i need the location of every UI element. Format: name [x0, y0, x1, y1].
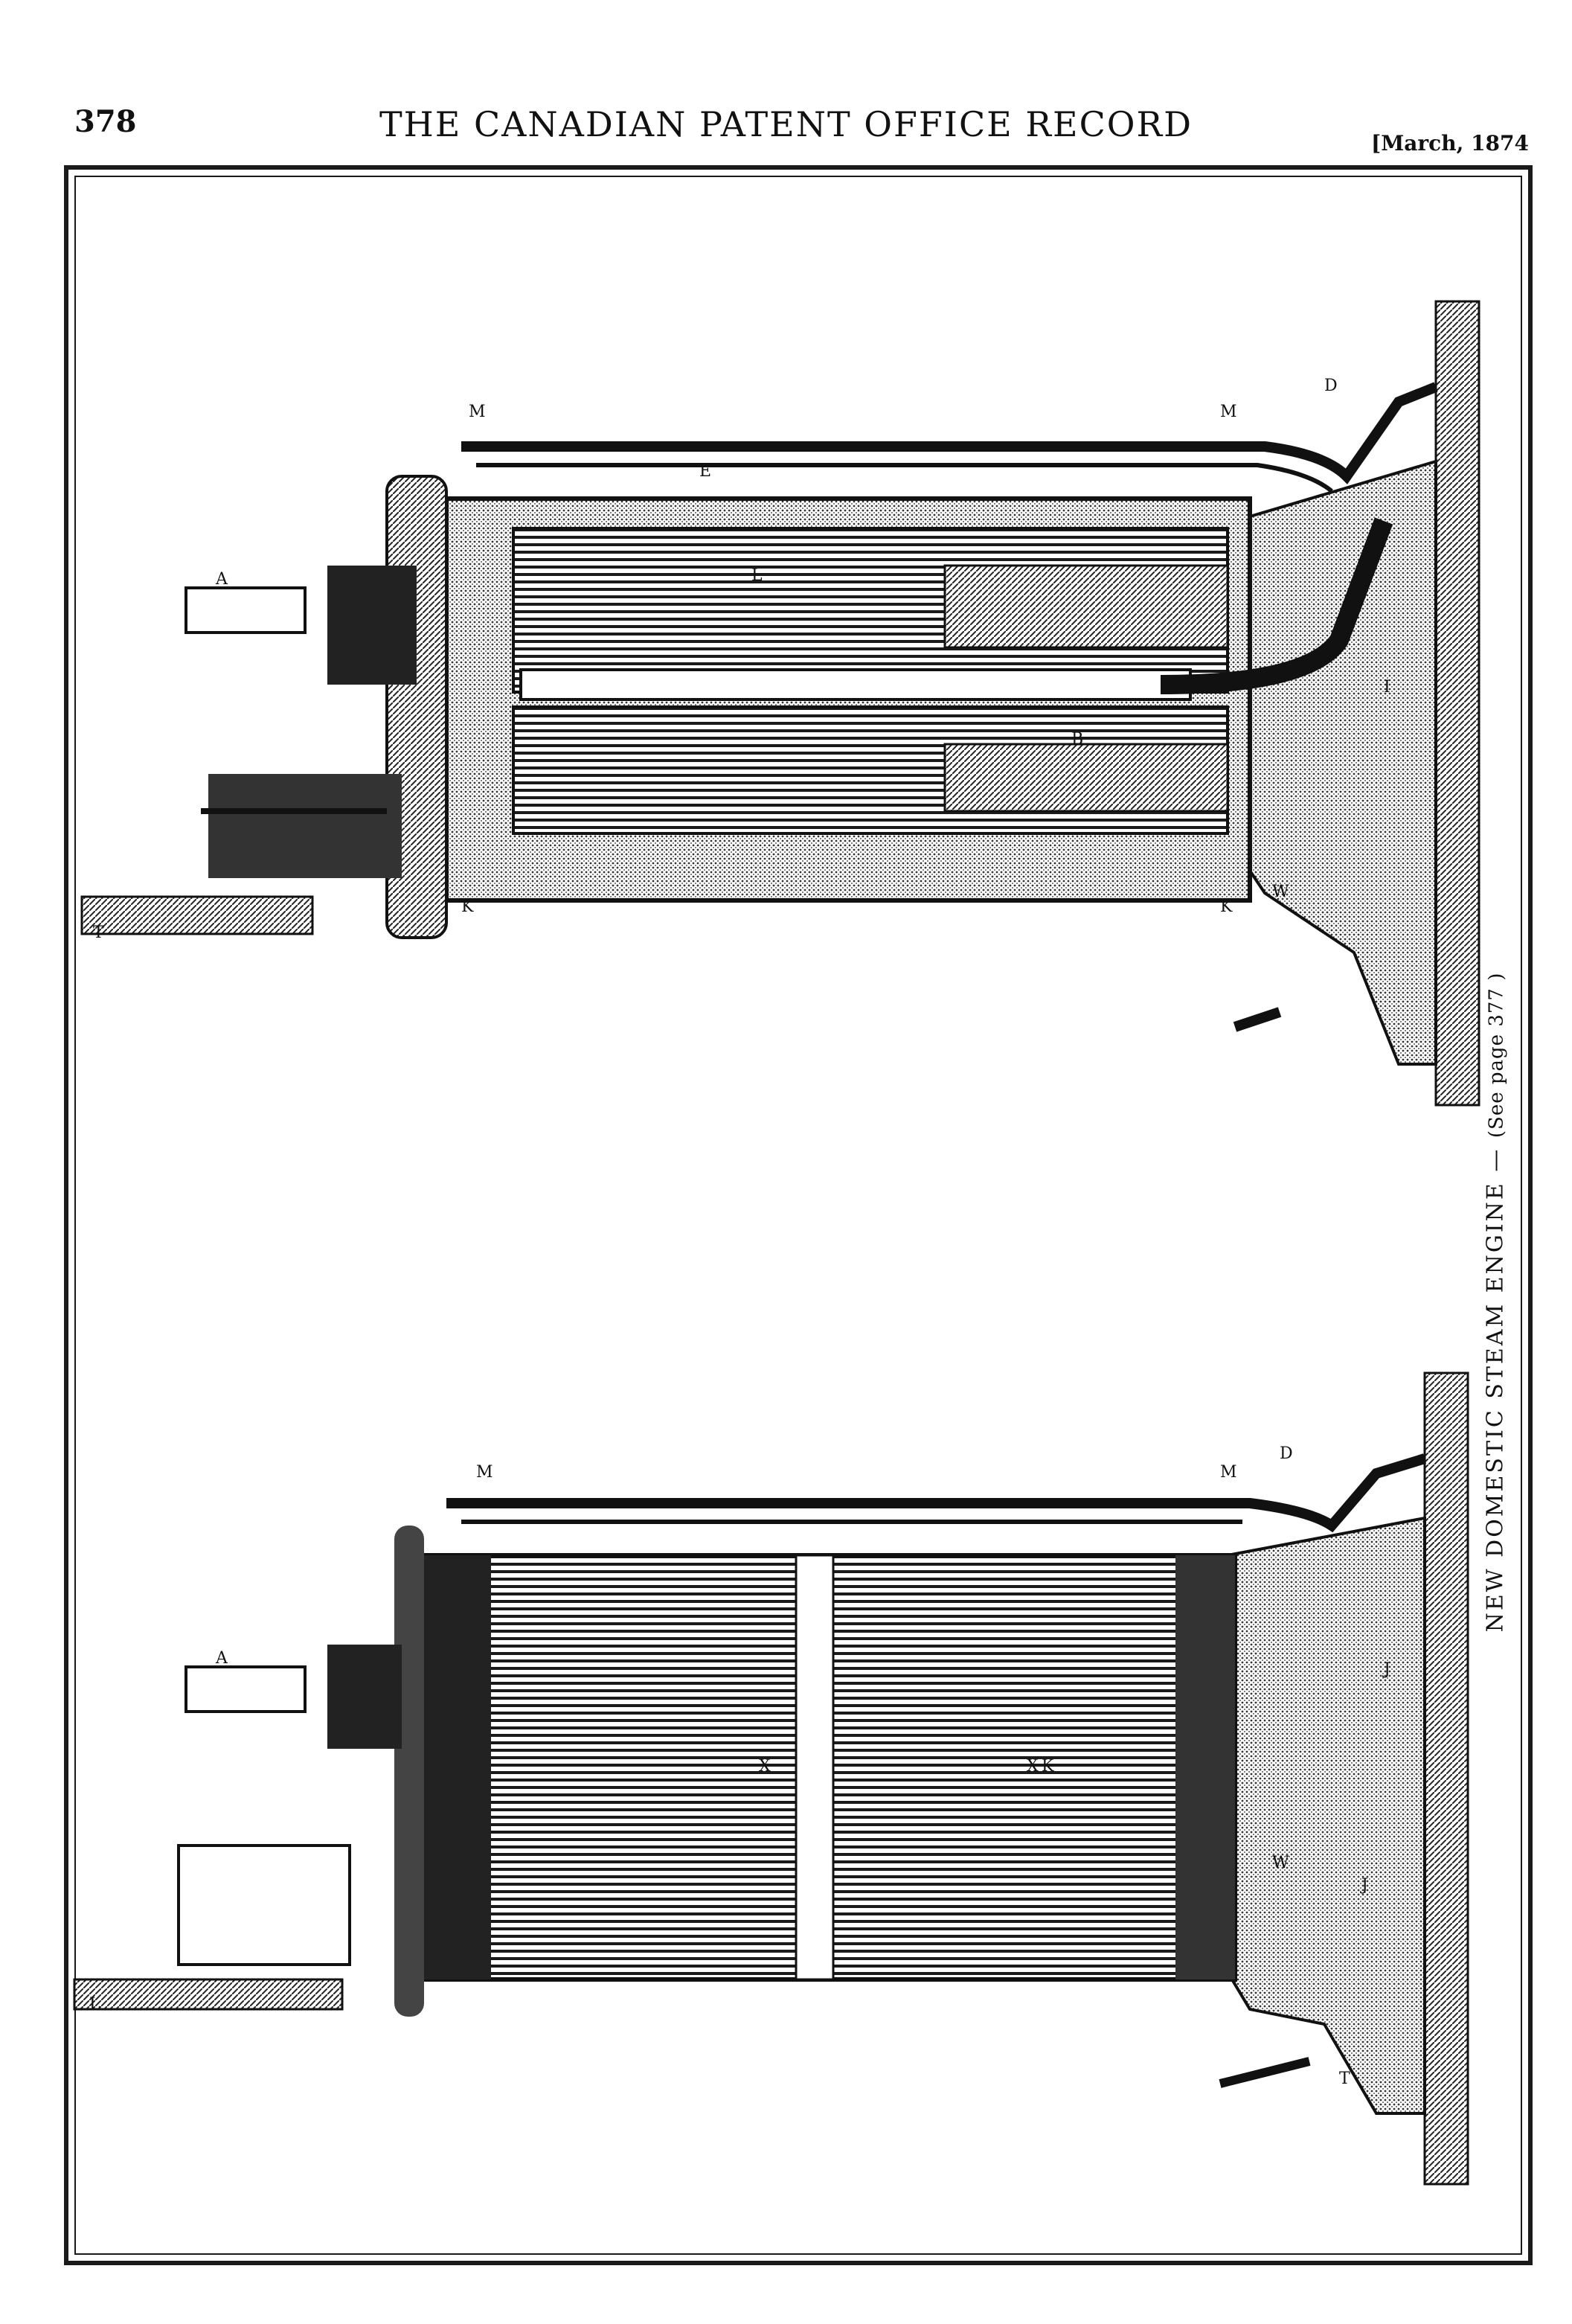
steam-pipe-lower	[446, 1453, 1427, 1533]
sectional-part-label: I	[1384, 678, 1390, 697]
sectional-part-label: T	[93, 923, 104, 942]
sectional-part-label: L	[751, 566, 763, 585]
sectional-view-drawing: A M M L T K K W D J I B E	[80, 300, 1480, 1107]
caption-title: NEW DOMESTIC STEAM ENGINE —	[1482, 1147, 1509, 1633]
steam-pipe-upper	[461, 382, 1438, 484]
sectional-part-label: B	[1071, 730, 1083, 749]
exterior-part-label: A	[215, 1649, 228, 1668]
ground-bar-upper	[1434, 300, 1480, 1107]
caption-page-reference: (See page 377 )	[1485, 972, 1508, 1139]
sectional-part-label: J	[1345, 589, 1353, 607]
exterior-part-label: D	[1280, 1444, 1293, 1463]
plate-frame	[64, 165, 1533, 2265]
exterior-part-label: X	[1027, 1757, 1039, 1776]
exterior-part-label: W	[1272, 1854, 1289, 1872]
cylinder-fitting-lower	[327, 1645, 402, 1749]
exterior-part-label: K	[1042, 1757, 1054, 1776]
base-lower	[1226, 1516, 1426, 2115]
firebox-base-upper	[1233, 459, 1437, 1066]
ground-bar-lower	[1423, 1371, 1469, 2186]
sectional-part-label: K	[461, 897, 474, 916]
page-number: 378	[74, 104, 137, 139]
sectional-part-label: D	[1324, 377, 1338, 395]
sectional-part-label: K	[1220, 897, 1233, 916]
sectional-part-label: E	[699, 462, 711, 481]
exterior-part-label: M	[476, 1463, 493, 1482]
exterior-part-label: X	[759, 1757, 771, 1776]
sectional-part-label: A	[215, 570, 228, 589]
issue-date: [March, 1874	[1371, 131, 1529, 156]
exterior-part-label: L	[89, 1995, 100, 2014]
journal-title: THE CANADIAN PATENT OFFICE RECORD	[379, 104, 1193, 144]
sectional-part-label: M	[1220, 403, 1237, 421]
sectional-part-label: M	[469, 403, 486, 421]
exterior-part-label: T	[1339, 2069, 1350, 2088]
exterior-part-label: J	[1382, 1660, 1390, 1679]
plate-caption: NEW DOMESTIC STEAM ENGINE — (See page 37…	[1483, 973, 1509, 1633]
exterior-part-label: M	[1220, 1463, 1237, 1482]
exterior-part-label: J	[1360, 1876, 1368, 1895]
cylinder-fitting-upper	[327, 566, 417, 685]
exterior-view-drawing: A M M K W J J D L T X X	[73, 1371, 1469, 2186]
sectional-part-label: W	[1272, 883, 1289, 901]
